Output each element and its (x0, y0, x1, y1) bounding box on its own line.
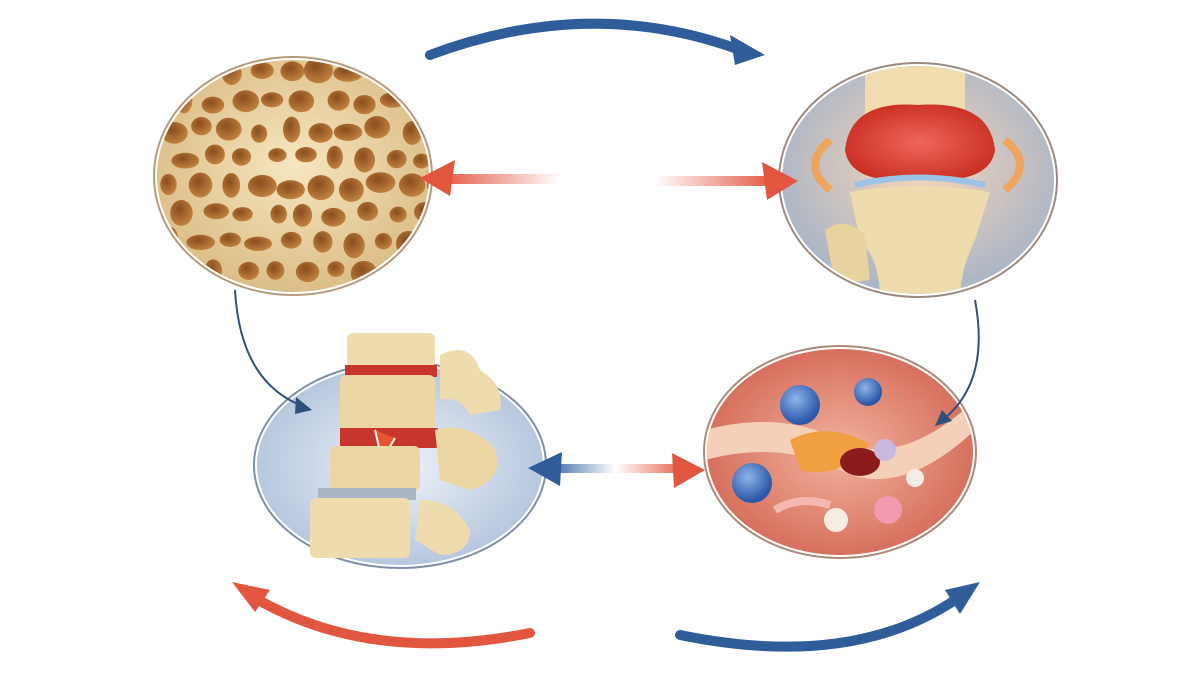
bone-pore (326, 145, 343, 169)
arrow-bottom-blue-arc (675, 582, 980, 652)
bone-pore (201, 96, 225, 114)
bone-pore (162, 66, 180, 83)
bone-pore (191, 117, 212, 136)
bone-pore (280, 231, 302, 249)
bone-pore (222, 172, 241, 198)
bone-pore (343, 232, 365, 259)
bone-pore (394, 281, 423, 292)
bone-pore (157, 283, 178, 292)
bone-pore (171, 152, 200, 169)
bone-pore (186, 234, 215, 251)
bone-pore (398, 173, 426, 197)
bone-pore (288, 90, 315, 113)
bone-pore (250, 62, 274, 80)
arrow-top-blue-arc (425, 18, 765, 65)
arrow-red-right (655, 162, 798, 200)
bone-pore (308, 123, 333, 143)
arrow-bottom-red-arc (232, 582, 535, 649)
bone-pore (432, 288, 456, 313)
bone-pore (389, 206, 407, 223)
bone-pore (338, 177, 364, 202)
bone-pore (191, 291, 216, 292)
bone-pore (365, 287, 396, 292)
bone-pore (295, 147, 317, 163)
bone-pore (343, 285, 361, 292)
bone-pore (374, 233, 393, 250)
bone-pore (276, 180, 305, 200)
bone-pore (280, 61, 305, 82)
bone-pore (268, 148, 287, 163)
immune-cells-panel (703, 345, 977, 559)
bone-pore (232, 90, 260, 113)
bone-pore (260, 92, 284, 108)
bone-pore (327, 90, 350, 111)
arrow-thin-left-down (234, 289, 312, 414)
arrow-thin-right-down (935, 299, 980, 426)
bone-pore (247, 174, 277, 198)
bone-pore (313, 231, 333, 253)
bone-pore (432, 61, 450, 84)
arrow-double-blue-red (528, 452, 705, 488)
bone-pore (219, 232, 241, 247)
fractured-spine-panel (253, 333, 547, 569)
bone-pore (327, 261, 345, 277)
bone-pore (188, 172, 213, 198)
bone-pore (418, 260, 429, 278)
bone-pore (428, 232, 429, 249)
bone-pore (386, 149, 407, 169)
bone-pore (215, 117, 242, 141)
bone-pore (203, 203, 230, 220)
bone-pore (204, 144, 225, 165)
inflamed-knee-panel (778, 62, 1058, 298)
bone-pore (283, 116, 301, 143)
bone-pore (295, 261, 320, 283)
bone-pore (397, 69, 420, 87)
bone-pore (353, 95, 376, 115)
bone-pore (333, 123, 363, 141)
bone-pore (232, 207, 253, 222)
bone-pore (357, 201, 379, 221)
bone-pore (303, 60, 333, 84)
bone-pore (383, 265, 406, 281)
bone-pore (244, 236, 272, 252)
bone-pore (231, 148, 252, 166)
bone-pore (365, 172, 396, 193)
bone-pore (354, 147, 375, 173)
bone-pore (238, 261, 260, 280)
bone-pore (364, 116, 391, 139)
bone-pore (321, 207, 346, 227)
bone-pore (307, 175, 335, 201)
bone-pore (251, 124, 268, 143)
porous-bone-panel (153, 56, 456, 313)
bone-pore (160, 173, 177, 196)
arrow-red-left (420, 160, 560, 196)
bone-pore (430, 119, 447, 133)
bone-pore (292, 203, 313, 227)
bone-pore (170, 200, 193, 226)
bone-pore (270, 204, 287, 224)
bone-pore (409, 91, 429, 117)
bone-pore (413, 153, 429, 169)
bone-pore (219, 286, 243, 292)
bone-pore (266, 261, 285, 280)
